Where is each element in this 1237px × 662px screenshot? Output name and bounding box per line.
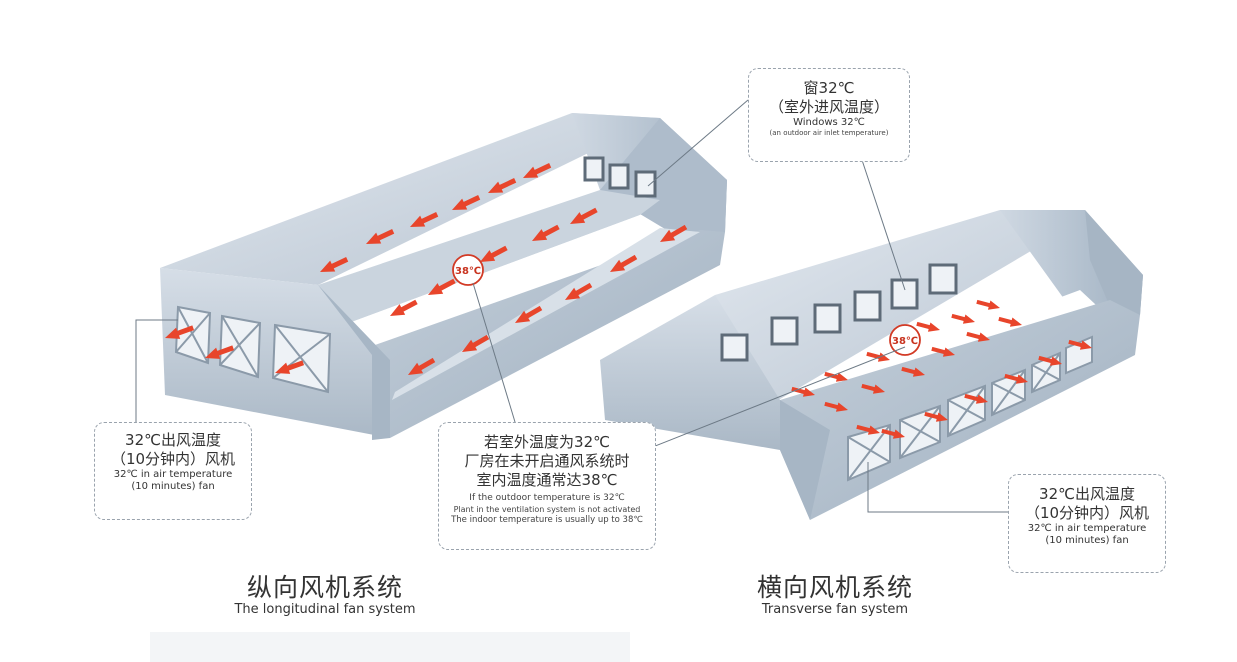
transverse-temp-badge: 38℃ <box>889 324 921 356</box>
ground-shadow <box>150 632 630 662</box>
callout-en-line: Windows 32℃ <box>793 116 865 128</box>
longitudinal-temp-badge: 38℃ <box>452 254 484 286</box>
transverse-caption: 横向风机系统 Transverse fan system <box>720 568 950 617</box>
callout-en-line: 32℃ in air temperature <box>1027 522 1147 534</box>
svg-text:38℃: 38℃ <box>892 336 918 347</box>
callout-en-line: The indoor temperature is usually up to … <box>451 514 643 525</box>
callout-en-line: (10 minutes) fan <box>131 481 215 492</box>
callout-cn-line: （10分钟内）风机 <box>110 449 236 468</box>
callout-cn-line: 窗32℃ <box>803 79 855 97</box>
callout-en-line: (an outdoor air inlet temperature) <box>769 129 889 137</box>
transverse-outlet-callout: 32℃出风温度 （10分钟内）风机 32℃ in air temperature… <box>1008 474 1166 573</box>
caption-title-en: The longitudinal fan system <box>234 602 416 617</box>
caption-title-en: Transverse fan system <box>761 602 909 617</box>
callout-cn-line: 32℃出风温度 <box>125 431 221 449</box>
caption-title-cn: 横向风机系统 <box>756 573 913 602</box>
callout-cn-line: 若室外温度为32℃ <box>484 433 610 451</box>
callout-cn-line: （10分钟内）风机 <box>1024 503 1150 522</box>
callout-en-line: If the outdoor temperature is 32℃ <box>469 493 625 504</box>
callout-cn-line: 32℃出风温度 <box>1039 485 1135 503</box>
callout-cn-line: 厂房在未开启通风系统时 <box>464 451 630 470</box>
callout-cn-line: 室内温度通常达38℃ <box>476 470 618 489</box>
callout-en-line: Plant in the ventilation system is not a… <box>453 504 641 514</box>
leader-lines <box>135 99 1008 513</box>
longitudinal-windows <box>583 156 657 198</box>
callout-en-line: 32℃ in air temperature <box>113 468 233 480</box>
caption-title-cn: 纵向风机系统 <box>246 573 403 602</box>
indoor-temperature-callout: 若室外温度为32℃ 厂房在未开启通风系统时 室内温度通常达38℃ If the … <box>438 422 656 550</box>
callout-en-line: (10 minutes) fan <box>1045 535 1129 546</box>
window-inlet-callout: 窗32℃ （室外进风温度） Windows 32℃ (an outdoor ai… <box>748 68 910 162</box>
callout-cn-line: （室外进风温度） <box>768 97 889 116</box>
longitudinal-caption: 纵向风机系统 The longitudinal fan system <box>210 568 440 617</box>
svg-text:38℃: 38℃ <box>455 266 481 277</box>
longitudinal-outlet-callout: 32℃出风温度 （10分钟内）风机 32℃ in air temperature… <box>94 422 252 520</box>
transverse-windows <box>720 263 958 362</box>
